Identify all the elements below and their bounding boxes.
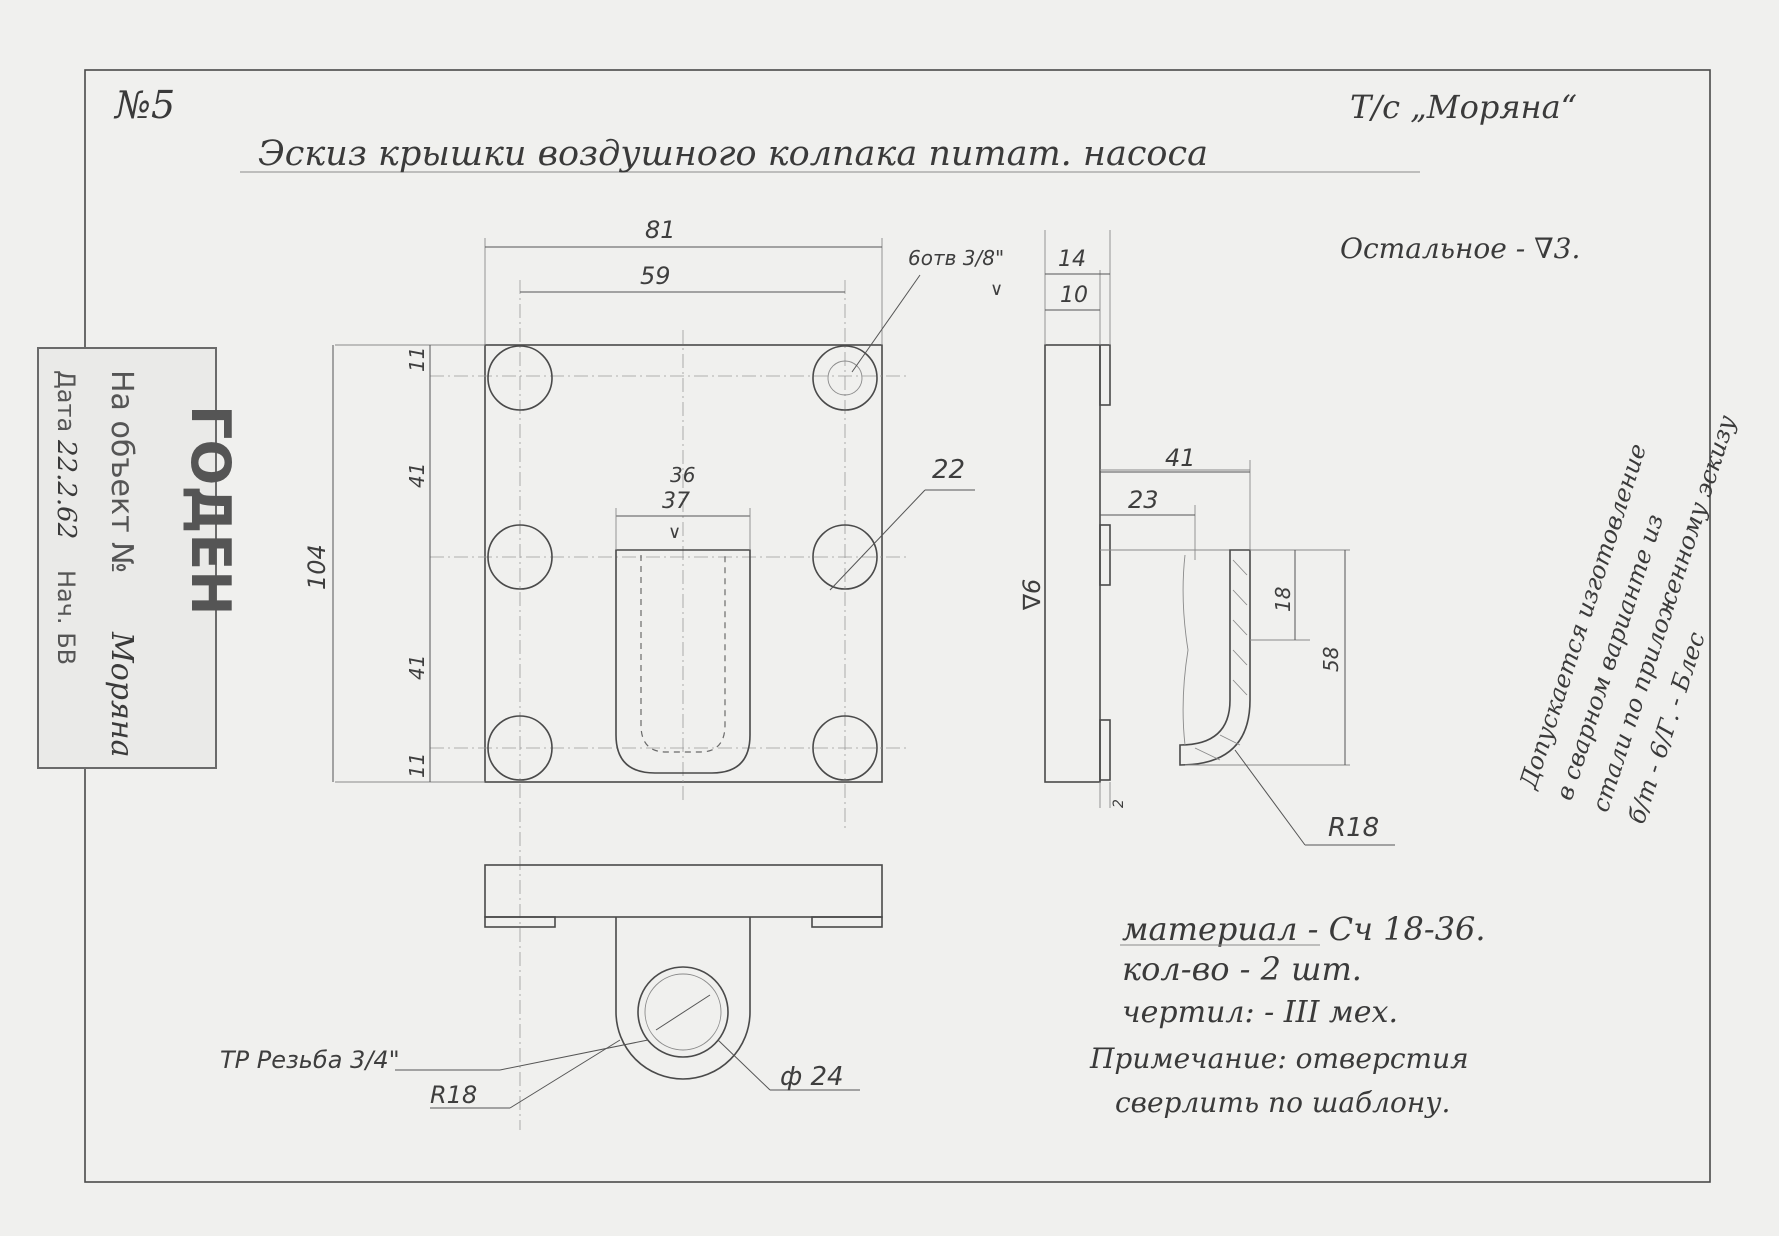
bolt-hole <box>812 524 878 590</box>
remark-line1: Примечание: отверстия <box>1089 1042 1469 1075</box>
side-view: 14 10 ∇6 41 23 18 58 2 R18 <box>1018 230 1395 846</box>
side-plate <box>1044 344 1101 783</box>
dim-11-bottom: 11 <box>405 753 429 778</box>
quantity-note: кол-во - 2 шт. <box>1122 950 1362 988</box>
roughness-mark: ∨ <box>668 522 681 543</box>
notes-block: материал - Сч 18-36. кол-во - 2 шт. черт… <box>1089 910 1486 1119</box>
dim-41-upper: 41 <box>405 463 429 488</box>
vessel-name: Т/с „Моряна“ <box>1350 88 1577 126</box>
dim-58-boss: 58 <box>1319 647 1343 672</box>
dim-59: 59 <box>640 262 671 290</box>
stamp-object-label: На объект № <box>104 370 139 573</box>
bolt-hole <box>812 715 878 781</box>
boss-section <box>1179 549 1251 766</box>
material-note: материал - Сч 18-36. <box>1122 910 1486 948</box>
stamp-chief-label: Нач. БВ <box>52 570 80 665</box>
stamp-border <box>37 347 217 769</box>
drawing-title: Эскиз крышки воздушного колпака питат. н… <box>258 134 1208 174</box>
front-view: 81 59 104 11 41 41 11 36 37 ∨ 22 6отв 3/… <box>303 216 1004 1130</box>
dim-2: 2 <box>1111 799 1127 808</box>
dim-37: 37 <box>662 489 690 514</box>
surface-note: Остальное - ∇3. <box>1340 232 1580 265</box>
bore-dia: ф 24 <box>780 1062 844 1092</box>
side-note: Допускается изготовление в сварном вариа… <box>1514 412 1742 827</box>
dim-41-lower: 41 <box>405 655 429 680</box>
dim-104: 104 <box>303 544 331 590</box>
boss-outline <box>615 549 751 774</box>
stamp-object-value: Моряна <box>104 631 139 758</box>
roughness-mark: ∨ <box>990 279 1003 300</box>
boss-bottom <box>615 917 751 1080</box>
stamp-status: ГОДЕН <box>179 405 242 616</box>
finish-6: ∇6 <box>1018 579 1046 611</box>
boss-hidden-line <box>640 555 726 753</box>
plate-outline <box>484 344 883 783</box>
drawn-by-note: чертил: - III мех. <box>1122 995 1398 1030</box>
thread-note: ТР Резьба 3/4" <box>220 1046 400 1074</box>
bolt-hole <box>487 345 553 411</box>
bolt-hole <box>812 345 878 411</box>
approval-stamp: ГОДЕН На объект № Моряна Дата 22.2.62 На… <box>37 347 242 769</box>
bottom-plate <box>484 864 883 918</box>
bolt-hole <box>487 715 553 781</box>
dim-23-boss: 23 <box>1128 486 1159 514</box>
bolt-hole <box>487 524 553 590</box>
radius-r18-side: R18 <box>1328 813 1379 843</box>
remark-line2: сверлить по шаблону. <box>1115 1086 1450 1119</box>
dim-22: 22 <box>932 455 965 485</box>
break-line <box>1182 554 1189 746</box>
stamp-date-label: Дата <box>52 370 80 432</box>
radius-r18-bottom: R18 <box>430 1081 477 1109</box>
holes-note: 6отв 3/8" <box>908 246 1004 270</box>
threaded-bore <box>637 966 729 1058</box>
stamp-date-value: 22.2.62 <box>51 439 81 539</box>
dim-41-boss: 41 <box>1165 444 1196 472</box>
dim-10: 10 <box>1060 283 1088 308</box>
sheet-number: №5 <box>113 83 175 127</box>
bottom-view: ТР Резьба 3/4" R18 ф 24 <box>220 864 883 1109</box>
threaded-hole <box>827 360 863 396</box>
dim-36-crossed: 36 <box>670 463 695 487</box>
dim-81: 81 <box>645 216 676 244</box>
dim-14: 14 <box>1058 247 1086 272</box>
dim-11-top: 11 <box>405 347 429 372</box>
dim-18-boss: 18 <box>1271 587 1295 612</box>
